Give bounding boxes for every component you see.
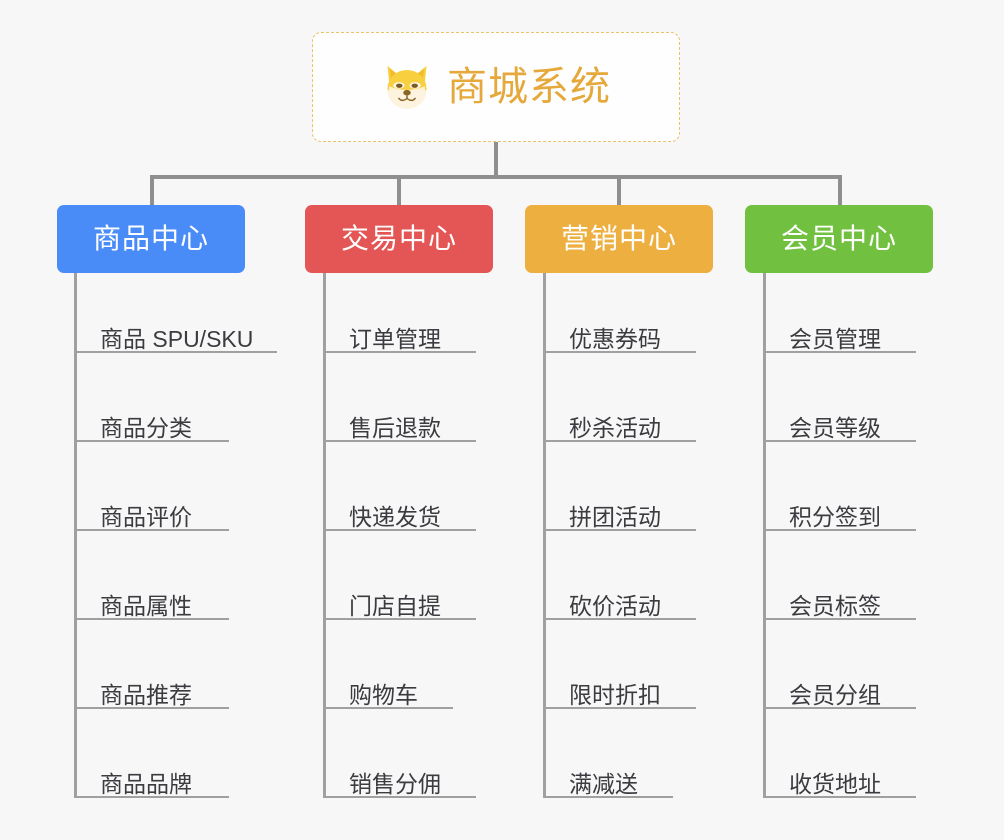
leaf-label: 会员管理 [789, 326, 881, 352]
list-item[interactable]: 积分签到 [763, 487, 916, 531]
branch-trunk [543, 273, 546, 798]
list-item[interactable]: 优惠券码 [543, 309, 696, 353]
branch-trunk [323, 273, 326, 798]
list-item[interactable]: 商品评价 [74, 487, 229, 531]
leaf-label: 拼团活动 [569, 504, 661, 530]
leaf-label: 会员分组 [789, 682, 881, 708]
list-item[interactable]: 会员管理 [763, 309, 916, 353]
leaf-label: 销售分佣 [349, 771, 441, 797]
leaf-label: 购物车 [349, 682, 418, 708]
list-item[interactable]: 收货地址 [763, 754, 916, 798]
category-header-label: 商品中心 [92, 223, 209, 254]
leaf-label: 商品分类 [100, 415, 192, 441]
shiba-dog-icon [387, 65, 427, 109]
list-item[interactable]: 门店自提 [323, 576, 476, 620]
leaf-label: 优惠券码 [569, 326, 661, 352]
leaf-label: 商品 SPU/SKU [100, 326, 254, 352]
category-header-member-center[interactable]: 会员中心 [745, 205, 933, 273]
leaf-label: 商品评价 [100, 504, 192, 530]
category-header-trade-center[interactable]: 交易中心 [305, 205, 493, 273]
list-item[interactable]: 商品分类 [74, 398, 229, 442]
list-item[interactable]: 满减送 [543, 754, 673, 798]
leaf-label: 积分签到 [789, 504, 881, 530]
leaf-label: 商品品牌 [100, 771, 192, 797]
leaf-label: 砍价活动 [569, 593, 661, 619]
leaf-label: 订单管理 [349, 326, 441, 352]
list-item[interactable]: 售后退款 [323, 398, 476, 442]
category-header-marketing-center[interactable]: 营销中心 [525, 205, 713, 273]
list-item[interactable]: 限时折扣 [543, 665, 696, 709]
list-item[interactable]: 会员等级 [763, 398, 916, 442]
leaf-label: 会员等级 [789, 415, 881, 441]
connector-horizontal-bus [150, 175, 842, 179]
root-title: 商城系统 [447, 65, 611, 109]
leaf-label: 秒杀活动 [569, 415, 661, 441]
list-item[interactable]: 销售分佣 [323, 754, 476, 798]
leaf-label: 限时折扣 [569, 682, 661, 708]
leaf-label: 售后退款 [349, 415, 441, 441]
category-header-label: 营销中心 [560, 223, 677, 254]
leaf-label: 满减送 [569, 771, 638, 797]
connector-drop-1 [150, 175, 154, 205]
category-header-product-center[interactable]: 商品中心 [57, 205, 245, 273]
connector-drop-4 [838, 175, 842, 205]
list-item[interactable]: 订单管理 [323, 309, 476, 353]
branch-trunk [74, 273, 77, 798]
list-item[interactable]: 拼团活动 [543, 487, 696, 531]
category-header-label: 会员中心 [780, 223, 897, 254]
list-item[interactable]: 商品推荐 [74, 665, 229, 709]
list-item[interactable]: 砍价活动 [543, 576, 696, 620]
leaf-label: 商品推荐 [100, 682, 192, 708]
list-item[interactable]: 商品 SPU/SKU [74, 309, 277, 353]
list-item[interactable]: 秒杀活动 [543, 398, 696, 442]
connector-drop-3 [617, 175, 621, 205]
category-header-label: 交易中心 [340, 223, 457, 254]
leaf-label: 门店自提 [349, 593, 441, 619]
leaf-label: 收货地址 [789, 771, 881, 797]
root-node: 商城系统 [312, 32, 680, 142]
connector-drop-2 [397, 175, 401, 205]
branch-trunk [763, 273, 766, 798]
list-item[interactable]: 购物车 [323, 665, 453, 709]
leaf-label: 会员标签 [789, 593, 881, 619]
list-item[interactable]: 快递发货 [323, 487, 476, 531]
list-item[interactable]: 商品属性 [74, 576, 229, 620]
leaf-label: 快递发货 [349, 504, 441, 530]
leaf-label: 商品属性 [100, 593, 192, 619]
list-item[interactable]: 会员标签 [763, 576, 916, 620]
list-item[interactable]: 会员分组 [763, 665, 916, 709]
connector-root-stem [494, 142, 498, 178]
list-item[interactable]: 商品品牌 [74, 754, 229, 798]
